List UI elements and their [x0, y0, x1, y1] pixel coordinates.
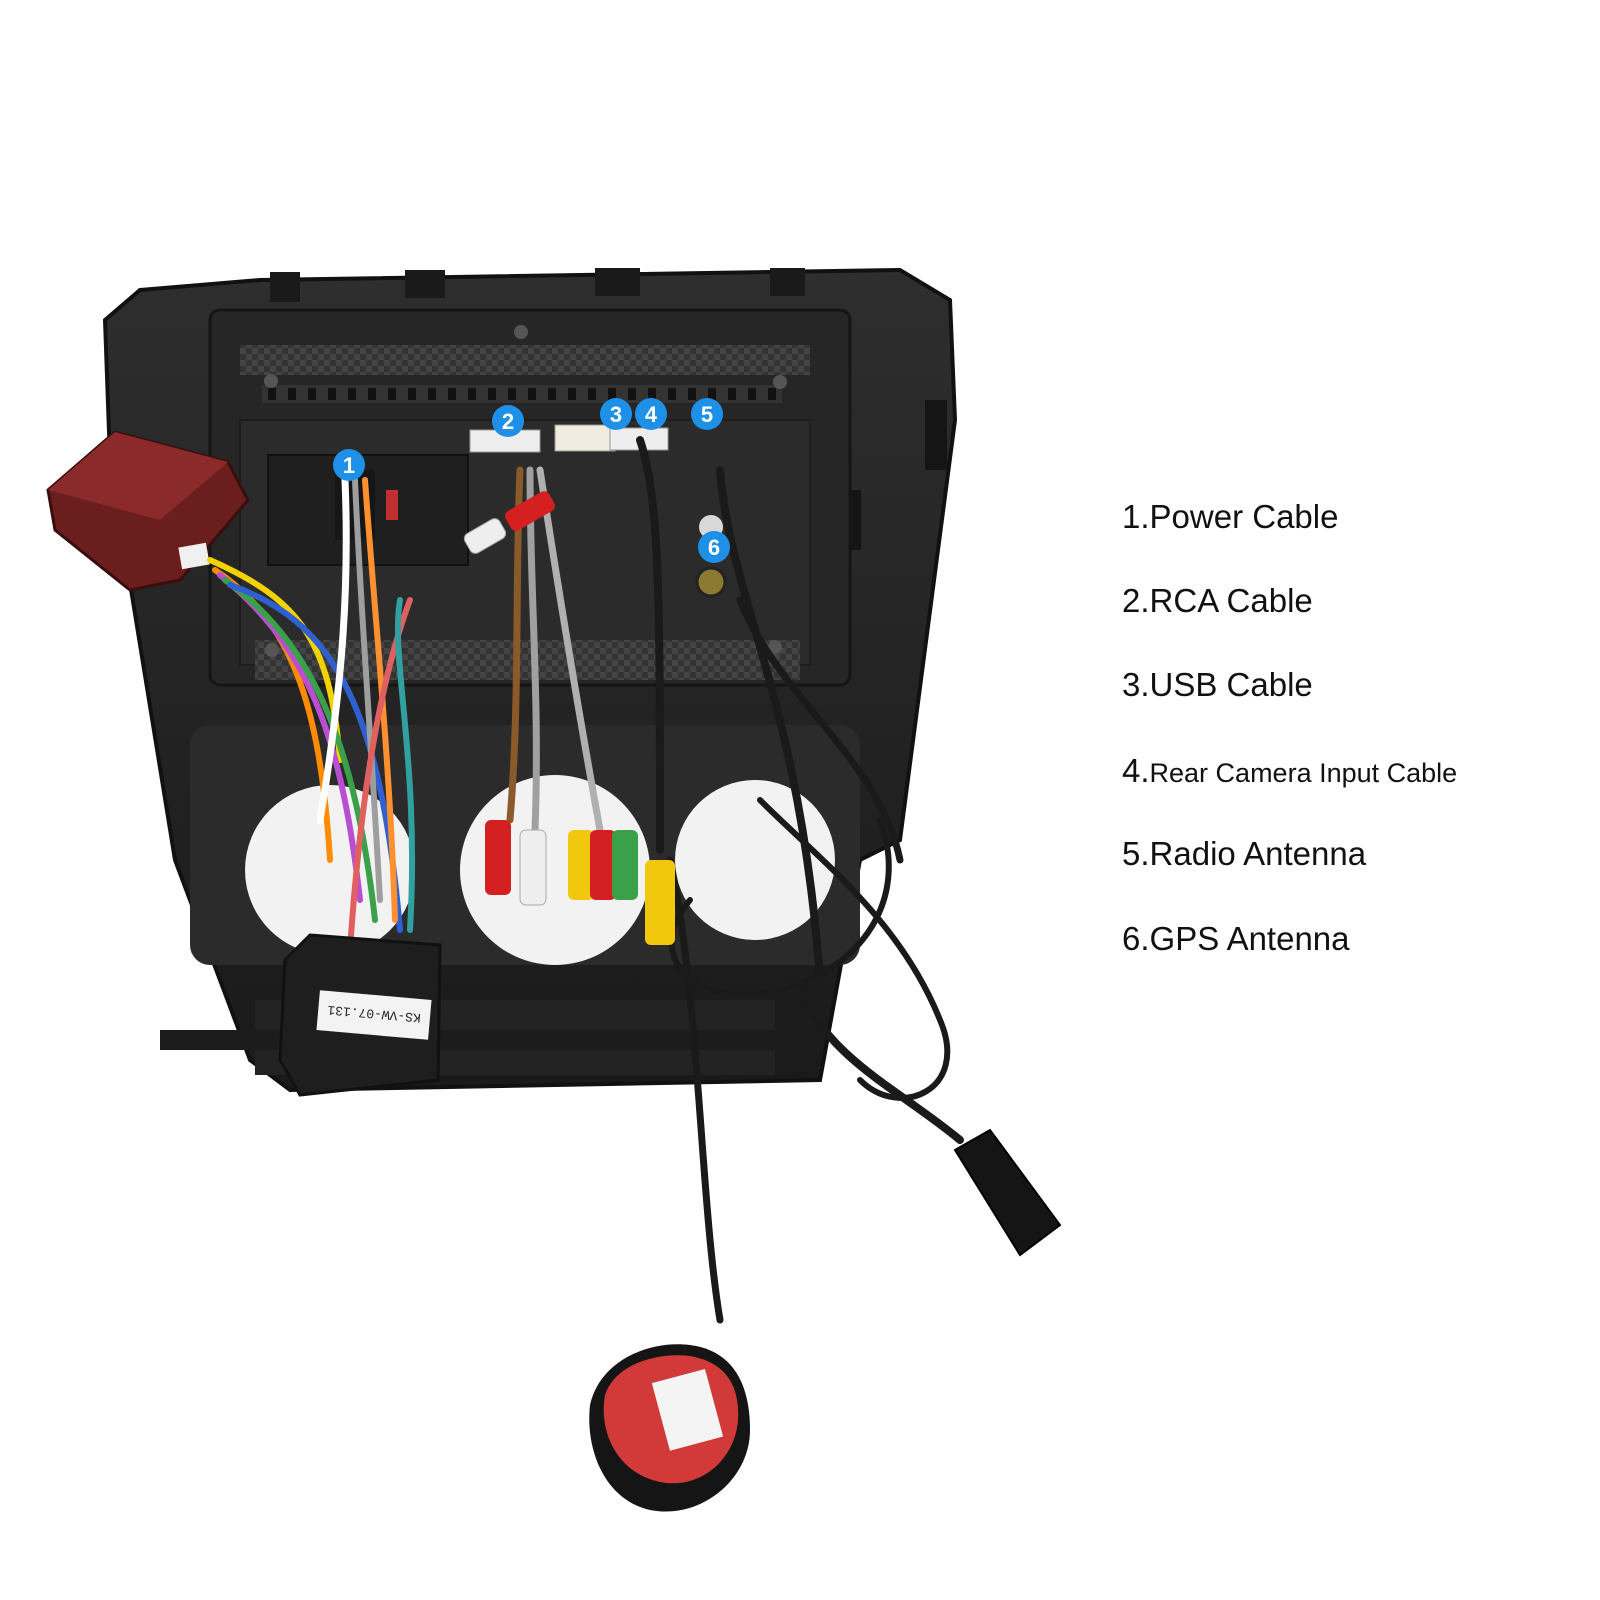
- vent-slot: [288, 388, 296, 400]
- vent-slot: [628, 388, 636, 400]
- vent-slot: [688, 388, 696, 400]
- vent-slot: [348, 388, 356, 400]
- legend-item-rca-cable: 2.RCA Cable: [1122, 582, 1313, 619]
- usb-connector: [953, 1128, 1062, 1257]
- vent-slot: [488, 388, 496, 400]
- wiring-harness: [207, 436, 964, 1324]
- legend-item-power-cable: 1.Power Cable: [1122, 498, 1339, 535]
- vent-slot: [508, 388, 516, 400]
- vent-slot: [408, 388, 416, 400]
- marker-2: 2: [492, 405, 524, 437]
- marker-5: 5: [691, 398, 723, 430]
- vent-slot: [668, 388, 676, 400]
- vent-slot: [588, 388, 596, 400]
- svg-text:5: 5: [701, 402, 713, 427]
- svg-text:1: 1: [343, 453, 355, 478]
- legend-item-gps-antenna: 6.GPS Antenna: [1122, 920, 1350, 957]
- rca-plugs: [463, 491, 675, 945]
- legend-item-rear-camera-cable: 4.Rear Camera Input Cable: [1122, 752, 1458, 789]
- vent-slot: [468, 388, 476, 400]
- gps-antenna-puck: [589, 1344, 750, 1512]
- svg-text:4: 4: [645, 402, 658, 427]
- legend-item-radio-antenna: 5.Radio Antenna: [1122, 835, 1367, 872]
- markers: 1 2 3 4 5 6: [333, 398, 730, 563]
- svg-text:6: 6: [708, 535, 720, 560]
- vent-slot: [368, 388, 376, 400]
- vent-slot: [708, 388, 716, 400]
- vent-slot: [548, 388, 556, 400]
- svg-text:2: 2: [502, 409, 514, 434]
- canbus-box: [46, 430, 250, 592]
- marker-4: 4: [635, 398, 667, 430]
- vent-slot: [568, 388, 576, 400]
- vent-slot: [528, 388, 536, 400]
- vent-slot: [648, 388, 656, 400]
- vent-slot: [728, 388, 736, 400]
- legend-item-usb-cable: 3.USB Cable: [1122, 666, 1313, 703]
- vent-slot: [388, 388, 396, 400]
- harness-adapter: KS-VW-07.131: [278, 933, 442, 1097]
- vent-slot: [268, 388, 276, 400]
- svg-text:3: 3: [610, 402, 622, 427]
- marker-3: 3: [600, 398, 632, 430]
- vent-slot: [608, 388, 616, 400]
- vent-slot: [428, 388, 436, 400]
- vent-slot: [448, 388, 456, 400]
- vent-slot: [748, 388, 756, 400]
- marker-1: 1: [333, 449, 365, 481]
- marker-6: 6: [698, 531, 730, 563]
- product-photo: KS-VW-07.131 1 2 3 4 5: [46, 267, 1062, 1512]
- vent-slot: [768, 388, 776, 400]
- vent-slot: [328, 388, 336, 400]
- vent-slot: [308, 388, 316, 400]
